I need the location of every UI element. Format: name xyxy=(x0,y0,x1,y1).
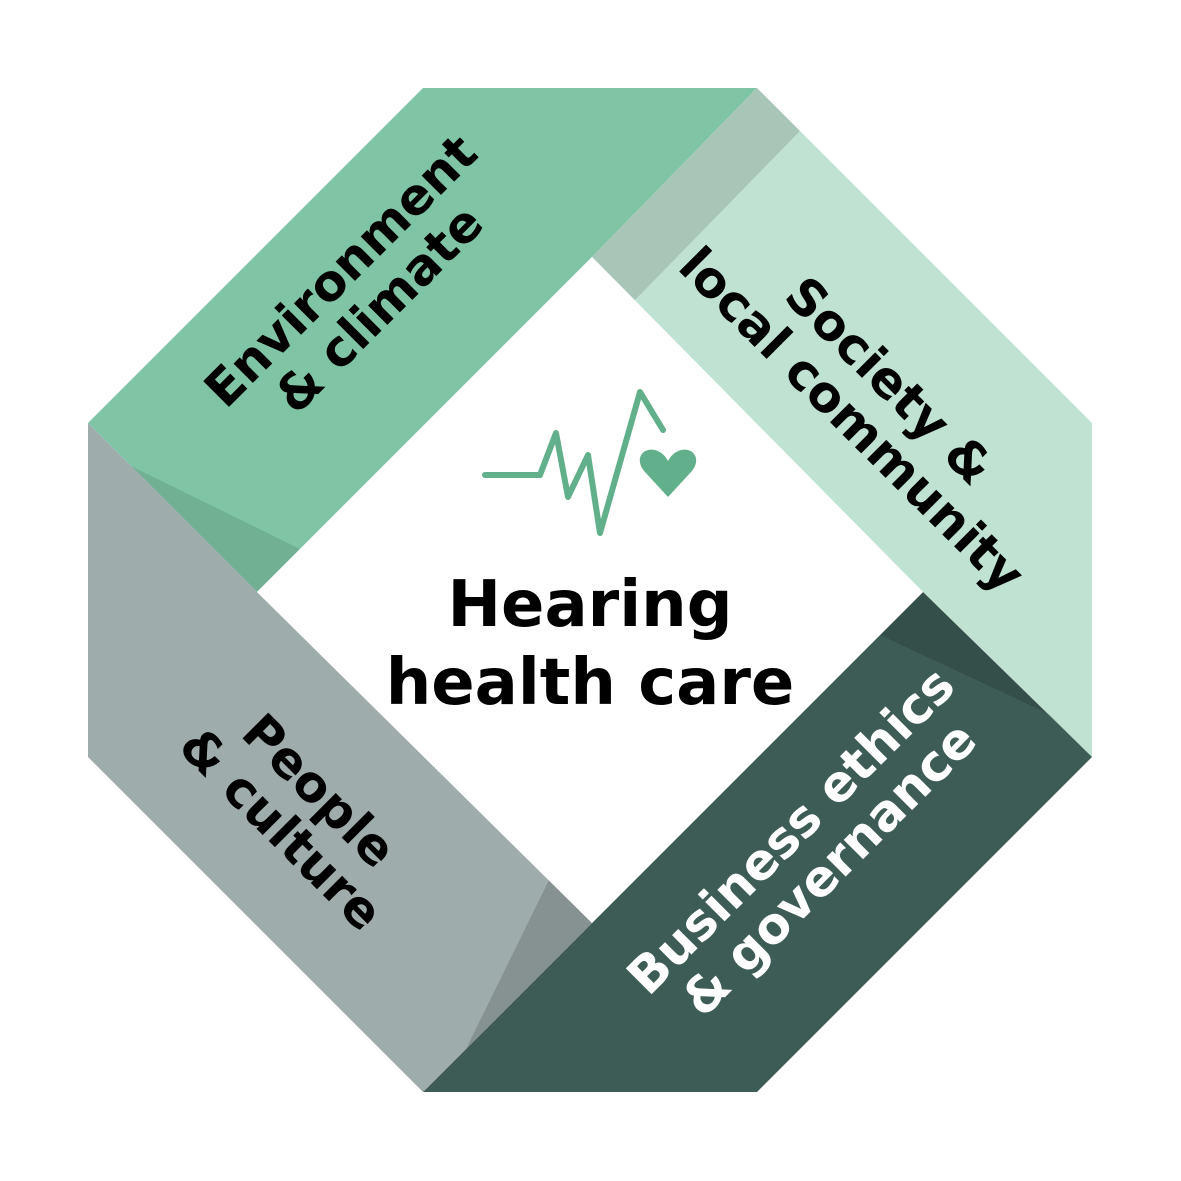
shade-society xyxy=(592,88,800,300)
segment-people xyxy=(88,423,592,1092)
center-title-line2: health care xyxy=(385,646,795,720)
segment-society xyxy=(592,88,1092,757)
heartbeat-heart-icon xyxy=(482,389,697,536)
shade-business xyxy=(880,592,1092,757)
shade-people xyxy=(423,880,592,1092)
segment-environment xyxy=(88,88,757,592)
segment-business xyxy=(423,592,1092,1092)
shade-environment xyxy=(88,423,300,592)
center-diamond xyxy=(257,257,923,923)
center-title-line1: Hearing xyxy=(447,568,733,642)
